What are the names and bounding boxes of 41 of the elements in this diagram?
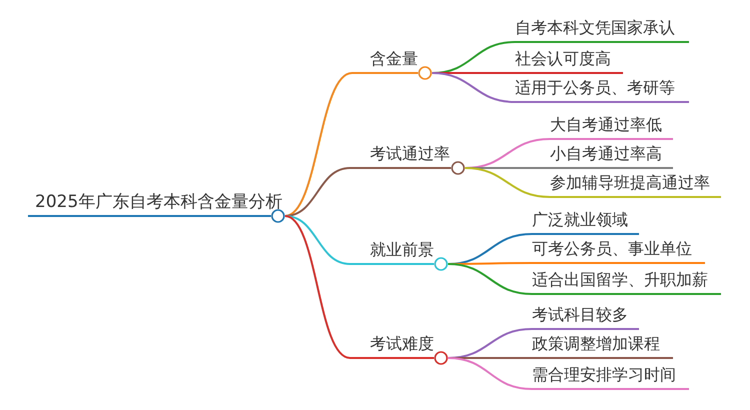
leaf-node xyxy=(532,238,705,264)
topic-text: 适合出国留学、升职加薪 xyxy=(532,270,708,290)
topic-text: 就业前景 xyxy=(370,240,434,260)
topic-text: 含金量 xyxy=(370,49,418,69)
topic-text: 考试科目较多 xyxy=(532,305,628,325)
title-text: 2025年广东自考本科含金量分析 xyxy=(35,192,282,212)
leaf-node xyxy=(515,77,689,103)
topic-text: 自考本科文凭国家承认 xyxy=(515,18,675,38)
topic-text: 小自考通过率高 xyxy=(550,144,662,164)
topic-text: 可考公务员、事业单位 xyxy=(532,239,692,259)
branch-line xyxy=(448,357,532,390)
leaf-node xyxy=(532,364,689,390)
topic-text: 社会认可度高 xyxy=(515,49,611,69)
topic-text: 参加辅导班提高通过率 xyxy=(550,173,710,193)
leaf-node xyxy=(550,172,721,198)
branch-node xyxy=(350,333,448,366)
topic-text: 大自考通过率低 xyxy=(550,115,662,135)
branch-line xyxy=(284,72,352,217)
branch-node xyxy=(350,239,448,272)
topic-text: 适用于公务员、考研等 xyxy=(515,78,675,98)
topic-text: 考试难度 xyxy=(370,334,434,354)
leaf-node xyxy=(532,269,721,295)
topic-text: 需合理安排学习时间 xyxy=(532,365,676,385)
leaf-node xyxy=(515,48,623,74)
branch-line xyxy=(284,215,350,265)
branch-node xyxy=(352,48,432,81)
branch-line xyxy=(284,215,350,359)
branch-line xyxy=(464,167,550,198)
leaf-node xyxy=(532,304,639,330)
topic-text: 政策调整增加课程 xyxy=(532,334,660,354)
root-node xyxy=(28,191,285,224)
branch-node xyxy=(350,143,465,176)
leaf-node xyxy=(550,114,673,140)
branch-line xyxy=(448,263,532,295)
topic-text: 广泛就业领域 xyxy=(532,210,628,230)
topic-text: 考试通过率 xyxy=(370,144,450,164)
leaf-node xyxy=(532,209,639,235)
leaf-node xyxy=(532,333,673,359)
leaf-node xyxy=(515,17,689,43)
leaf-node xyxy=(550,143,673,169)
branch-line xyxy=(432,72,516,103)
